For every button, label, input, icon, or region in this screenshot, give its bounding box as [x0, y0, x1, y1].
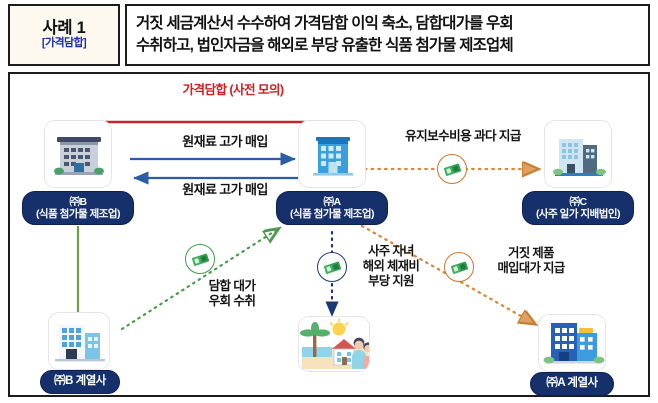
cash-icon — [191, 253, 209, 266]
affiliate-a-icon-tile — [538, 314, 606, 372]
diagram-frame: 가격담합 (사전 모의) 원재료 고가 매입 원재료 고가 매입 유지보수비용 … — [8, 72, 650, 397]
affiliate-b-name: ㈜B 계열사 — [54, 375, 106, 388]
headline-line-2: 수취하고, 법인자금을 해외로 부당 유출한 식품 첨가물 제조업체 — [136, 37, 514, 54]
company-b-name: ㈜B — [69, 195, 87, 208]
office-building-windows-icon — [49, 313, 109, 369]
case-number-box: 사례 1 [가격담합] — [8, 4, 120, 66]
money-badge-overseas — [317, 252, 347, 282]
company-a-name: ㈜A — [323, 195, 341, 208]
company-a-desc: (식품 첨가물 제조업) — [289, 208, 375, 220]
overseas-residence-tile — [298, 316, 370, 372]
case-tag-label: [가격담합] — [41, 37, 87, 50]
cash-icon — [443, 163, 461, 176]
edge-label-collusion-text: 가격담합 (사전 모의) — [182, 83, 284, 97]
company-c-label: ㈜C (사주 일가 지배법인) — [522, 191, 634, 225]
edge-label-overseas-line1: 사주 자녀 — [368, 244, 414, 258]
edge-label-collusion: 가격담합 (사전 모의) — [138, 83, 328, 98]
company-c-desc: (사주 일가 지배법인) — [535, 208, 621, 220]
edge-label-purchase-bottom: 원재료 고가 매입 — [182, 182, 268, 197]
cash-icon — [450, 261, 468, 274]
office-building-gray-icon — [45, 121, 111, 187]
edge-label-overseas-support: 사주 자녀 해외 체재비 부당 지원 — [346, 244, 436, 289]
beach-resort-family-icon — [299, 317, 369, 371]
company-c-name: ㈜C — [569, 195, 587, 208]
office-building-blue-icon — [299, 121, 365, 187]
cash-icon — [323, 261, 341, 274]
edge-label-overseas-line2: 해외 체재비 — [362, 259, 420, 273]
company-b-icon-tile — [44, 120, 112, 188]
company-c-icon-tile — [544, 120, 612, 188]
header-row: 사례 1 [가격담합] 거짓 세금계산서 수수하여 가격담합 이익 축소, 담합… — [8, 4, 650, 66]
family-figures — [352, 337, 369, 369]
affiliate-b-label: ㈜B 계열사 — [40, 370, 120, 394]
edge-label-overseas-line3: 부당 지원 — [368, 274, 414, 288]
affiliate-a-name: ㈜A 계열사 — [546, 377, 598, 390]
case-number-label: 사례 1 — [42, 19, 86, 38]
headline-box: 거짓 세금계산서 수수하여 가격담합 이익 축소, 담합대가를 우회 수취하고,… — [125, 4, 650, 66]
office-buildings-pair-icon — [539, 315, 605, 371]
edge-label-maintenance: 유지보수비용 과다 지급 — [405, 129, 521, 143]
diagram-canvas: 가격담합 (사전 모의) 원재료 고가 매입 원재료 고가 매입 유지보수비용 … — [10, 74, 648, 396]
edge-label-purchase-top: 원재료 고가 매입 — [182, 134, 268, 149]
money-badge-fake-product — [444, 252, 474, 282]
company-a-icon-tile — [298, 120, 366, 188]
edge-label-fake-product: 거짓 제품 매입대가 지급 — [476, 246, 586, 276]
company-b-desc: (식품 첨가물 제조업) — [35, 208, 121, 220]
edge-label-fake-product-line2: 매입대가 지급 — [497, 261, 565, 275]
company-b-label: ㈜B (식품 첨가물 제조업) — [22, 191, 134, 225]
edge-label-kickback-line2: 우회 수취 — [208, 294, 256, 309]
company-a-label: ㈜A (식품 첨가물 제조업) — [276, 191, 388, 225]
affiliate-b-icon-tile — [48, 312, 110, 370]
edge-label-kickback: 담합 대가 우회 수취 — [182, 279, 282, 310]
headline-line-1: 거짓 세금계산서 수수하여 가격담합 이익 축소, 담합대가를 우회 — [136, 15, 514, 33]
office-building-lightblue-icon — [545, 121, 611, 187]
edge-label-fake-product-line1: 거짓 제품 — [508, 246, 554, 260]
money-badge-kickback — [185, 244, 215, 274]
affiliate-a-label: ㈜A 계열사 — [530, 372, 614, 396]
edge-label-kickback-line1: 담합 대가 — [208, 279, 256, 293]
money-badge-maintenance — [437, 154, 467, 184]
